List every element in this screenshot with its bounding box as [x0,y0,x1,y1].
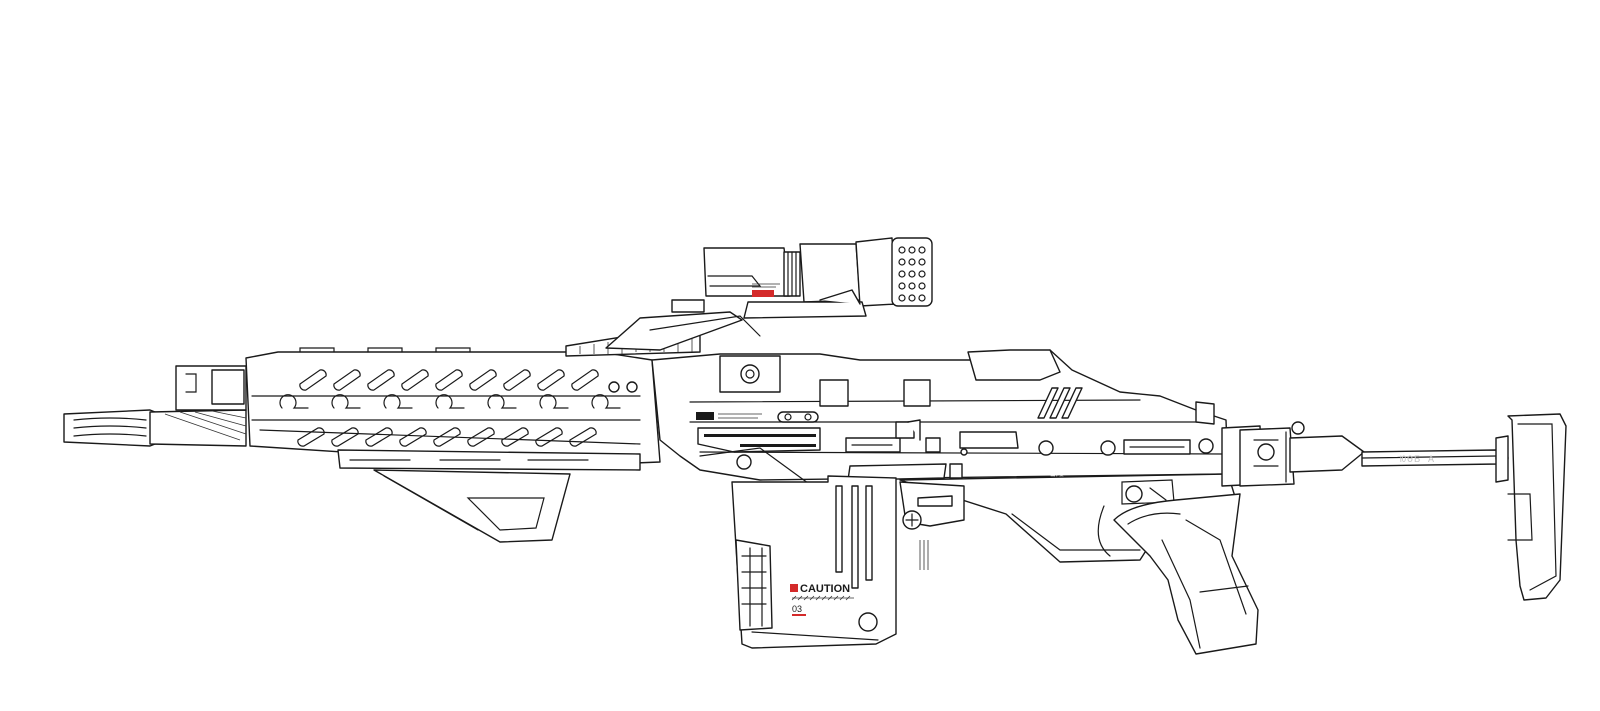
caution-icon [790,584,798,592]
optic-warning-label [752,290,774,297]
upper-receiver: ZIC [651,349,1229,487]
stock: ЮӨБ А [1289,413,1567,601]
magazine-number: 03 [792,604,802,614]
handguard [245,347,679,471]
front-sight-block [175,365,247,411]
receiver-markings [696,411,819,423]
optic-knurling [898,246,926,302]
optic [671,237,933,319]
trigger-group [899,481,965,570]
magazine: CAUTION 03 [731,475,897,649]
caution-label: CAUTION [800,583,850,595]
handguard-slots-top [299,369,599,391]
top-rail [565,311,761,357]
bipod-foregrip [373,469,571,543]
handguard-slots-bottom [297,427,597,447]
rear-receiver-block [1195,401,1305,487]
muzzle-brake [63,409,247,447]
pistol-grip [1113,493,1259,655]
stock-mark: ЮӨБ А [1400,455,1435,466]
handguard-keyholes [279,394,621,409]
